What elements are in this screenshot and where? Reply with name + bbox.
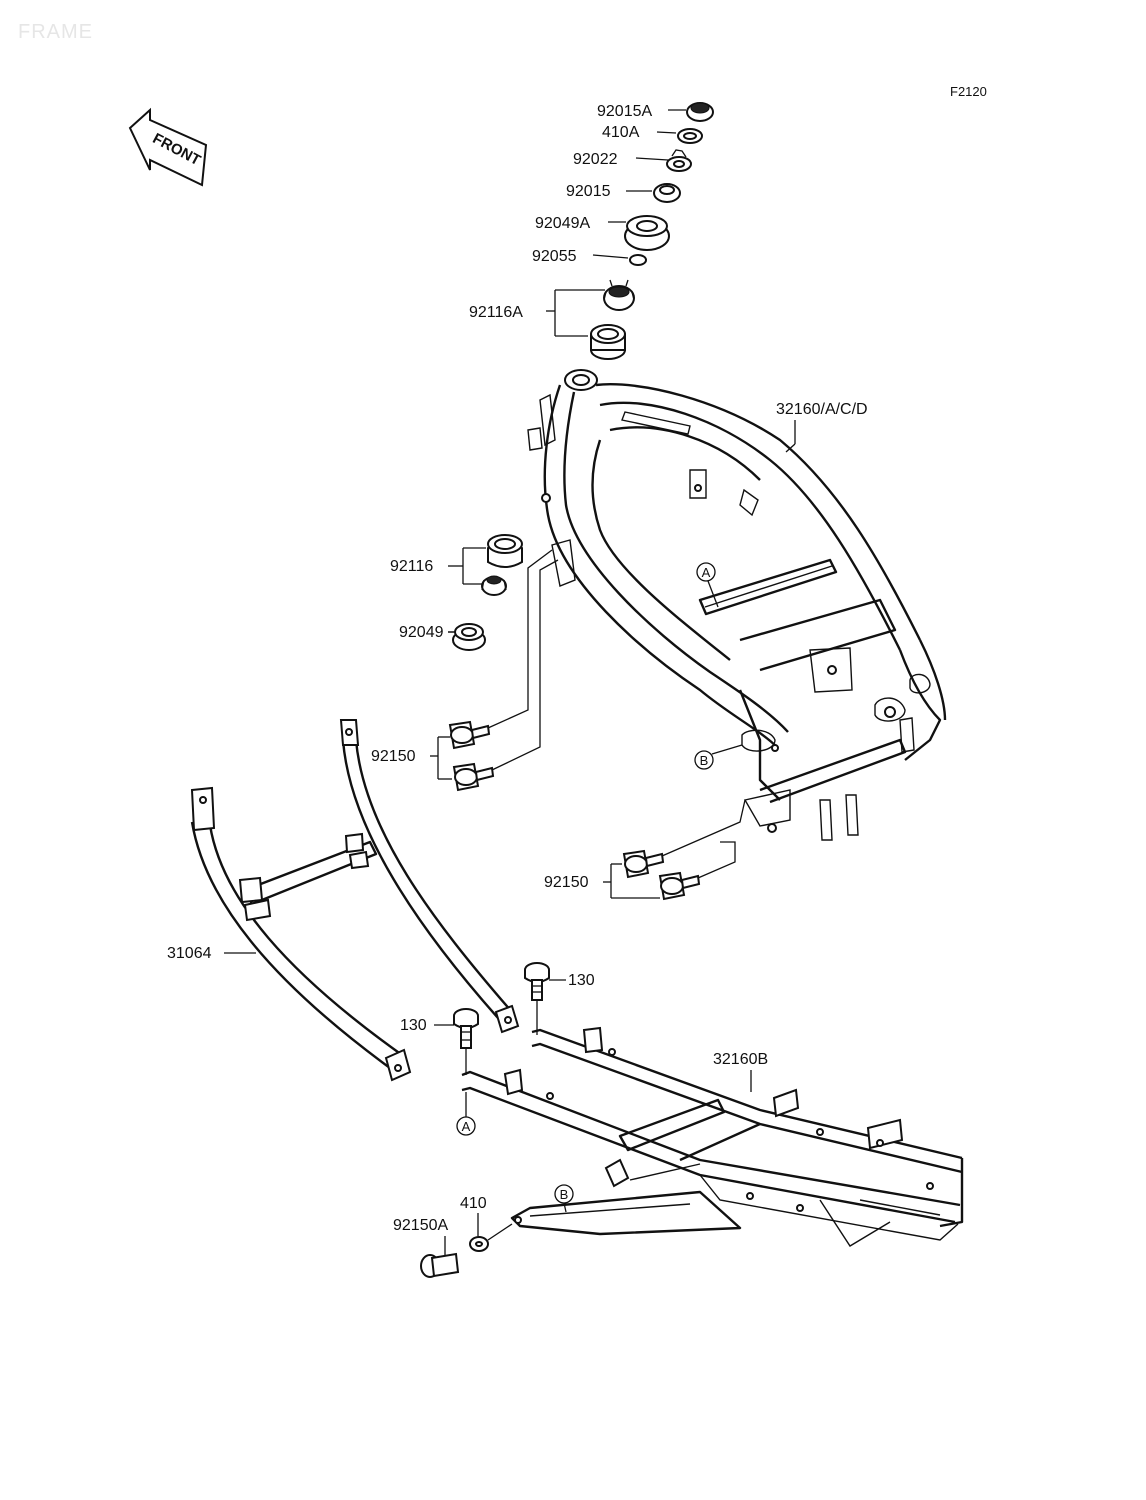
bearing-race-icon [590, 324, 626, 360]
bearing-icon [603, 279, 635, 311]
dust-seal-icon [452, 623, 486, 651]
seal-icon [624, 215, 670, 251]
svg-text:B: B [700, 753, 709, 768]
bolt-icon [622, 849, 665, 879]
bolt-icon [452, 762, 495, 792]
label-92150-upper: 92150 [371, 748, 416, 765]
label-32160B: 32160B [713, 1051, 768, 1068]
stem-nut-icon [653, 183, 681, 203]
label-92015: 92015 [566, 183, 611, 200]
watermark-title: FRAME [18, 21, 93, 43]
label-main-frame: 32160/A/C/D [776, 401, 868, 418]
bolt-130-left [453, 1008, 479, 1049]
bolt-icon [658, 871, 701, 901]
svg-text:A: A [702, 565, 711, 580]
label-92150-lower: 92150 [544, 874, 589, 891]
washer-410-icon [469, 1236, 489, 1252]
label-92022: 92022 [573, 151, 618, 168]
label-31064: 31064 [167, 945, 212, 962]
steering-stem-parts [546, 102, 714, 360]
bolt-130-right [524, 962, 550, 1001]
label-92049: 92049 [399, 624, 444, 641]
label-92015A: 92015A [597, 103, 652, 120]
label-92049A: 92049A [535, 215, 590, 232]
label-410: 410 [460, 1195, 487, 1212]
bearing-race-lower-icon [487, 534, 523, 568]
ref-a-lower: A [456, 1092, 476, 1136]
subframe-32160B [461, 1026, 964, 1247]
label-130-left: 130 [400, 1017, 427, 1034]
ref-a-upper: A [696, 562, 719, 608]
ref-b-lower: B [554, 1184, 574, 1213]
cap-nut-icon [686, 102, 714, 122]
ref-b-upper: B [694, 744, 743, 770]
washer-icon [677, 128, 703, 144]
bearing-lower-icon [481, 575, 507, 596]
bolt-92150A-icon [420, 1252, 460, 1278]
label-92116: 92116 [390, 558, 433, 575]
main-frame [527, 369, 947, 841]
label-410A: 410A [602, 124, 640, 141]
label-92055: 92055 [532, 248, 577, 265]
front-arrow-icon: FRONT [128, 107, 208, 187]
lower-bracket-plate [510, 1190, 742, 1236]
figure-code: F2120 [950, 84, 987, 99]
svg-text:B: B [560, 1187, 569, 1202]
svg-text:A: A [462, 1119, 471, 1134]
label-92116A: 92116A [469, 304, 523, 321]
o-ring-icon [629, 254, 647, 266]
downtube-assembly [190, 719, 520, 1082]
bolt-icon [448, 720, 491, 750]
label-92150A: 92150A [393, 1217, 448, 1234]
lock-washer-icon [666, 149, 692, 172]
label-130-right: 130 [568, 972, 595, 989]
